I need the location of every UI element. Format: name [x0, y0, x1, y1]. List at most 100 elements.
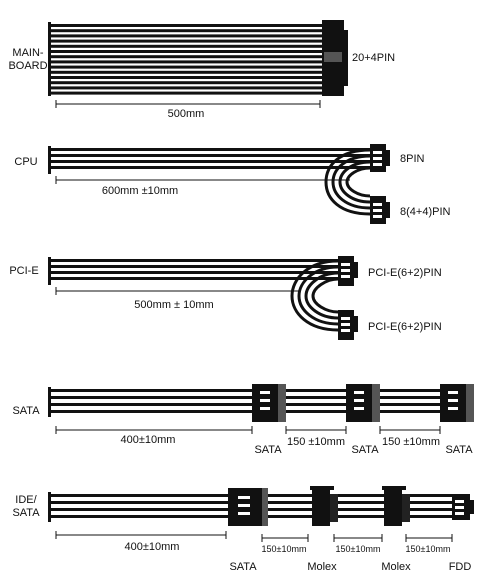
molex-2-shroud — [402, 494, 410, 522]
mainboard-cable-group: MAIN- BOARD 20+4PIN 500mm — [8, 20, 395, 120]
atx-connector-mark — [324, 52, 342, 62]
mainboard-label-line-1: MAIN- — [12, 47, 44, 59]
sata-connector-2-label: SATA — [351, 444, 379, 456]
mainboard-wire-1 — [51, 24, 322, 27]
fdd-pin-2 — [455, 506, 464, 509]
cpu-4plus4-connector — [370, 196, 390, 224]
pcie-wires — [51, 259, 340, 280]
sata-seg2-label: 150 ±10mm — [382, 436, 440, 448]
cpu-4plus4-label: 8(4+4)PIN — [400, 206, 450, 218]
sata-connector-2-pin-2 — [354, 399, 364, 402]
pcie-curve-wire-4 — [311, 277, 339, 314]
mainboard-wire-9 — [51, 65, 322, 69]
mainboard-length-label: 500mm — [168, 108, 205, 120]
ide-connector-sata-label: SATA — [229, 561, 257, 573]
mainboard-start-bar — [48, 22, 51, 96]
ide-sata-molex-1 — [310, 486, 338, 526]
mainboard-wire-2 — [51, 29, 322, 33]
pcie-curve-wire-1 — [290, 259, 339, 332]
ide-sata-pin-1 — [238, 496, 250, 499]
cpu-4plus4-pin-1 — [373, 203, 382, 206]
sata-label: SATA — [12, 405, 40, 417]
sata-connector-1-pin-1 — [260, 391, 270, 394]
sata-connector-2-pin-3 — [354, 407, 364, 410]
pcie-top-pin-2 — [341, 269, 350, 272]
ide-seg1-label: 150±10mm — [262, 544, 307, 554]
sata-connector-3-housing — [440, 384, 466, 422]
cpu-8pin-pin-3 — [373, 163, 382, 166]
sata-length-label: 400±10mm — [121, 434, 176, 446]
pcie-bottom-label: PCI-E(6+2)PIN — [368, 321, 442, 333]
sata-cable-group: SATA 400±10mm 150 ±10mm 150 ±10mm SATA S… — [12, 384, 474, 456]
pcie-cable-curve — [290, 259, 339, 332]
mainboard-24pin-connector — [322, 20, 348, 96]
pcie-wire-3 — [51, 271, 340, 274]
molex-1-top-lip — [310, 486, 334, 490]
pcie-bottom-latch — [354, 316, 358, 332]
pcie-start-bar — [48, 257, 51, 285]
ide-sata-length-label: 400±10mm — [125, 541, 180, 553]
ide-sata-face — [262, 488, 268, 526]
mainboard-wire-12 — [51, 81, 322, 85]
cpu-curve-wire-4 — [345, 166, 371, 198]
ide-sata-pin-3 — [238, 512, 250, 515]
sata-connector-3-pin-1 — [448, 391, 458, 394]
mainboard-wire-5 — [51, 44, 322, 48]
pcie-connector-bottom — [338, 310, 358, 340]
pcie-bottom-pin-2 — [341, 323, 350, 326]
sata-connector-1-pin-3 — [260, 407, 270, 410]
mainboard-connector-label: 20+4PIN — [352, 52, 395, 64]
sata-connector-2-pin-1 — [354, 391, 364, 394]
sata-seg1-label: 150 ±10mm — [287, 436, 345, 448]
ide-sata-sata-connector — [228, 488, 268, 526]
cpu-wire-4 — [51, 166, 372, 169]
cpu-8pin-label: 8PIN — [400, 153, 425, 165]
pcie-wire-2 — [51, 265, 340, 268]
ide-sata-molex-2 — [382, 486, 410, 526]
mainboard-wire-3 — [51, 34, 322, 38]
sata-connector-2-face — [372, 384, 380, 422]
pcie-wire-1 — [51, 259, 340, 262]
mainboard-wire-7 — [51, 55, 322, 59]
cpu-curve-wire-3 — [338, 160, 371, 204]
cpu-wire-3 — [51, 160, 372, 163]
molex-1-housing — [312, 490, 330, 526]
mainboard-label-line-2: BOARD — [8, 60, 47, 72]
cpu-4plus4-pin-2 — [373, 209, 382, 212]
molex-2-top-lip — [382, 486, 406, 490]
pcie-wire-4 — [51, 277, 340, 280]
sata-connector-1-label: SATA — [254, 444, 282, 456]
cpu-cable-group: CPU 8PIN 8(4+4)PIN 6 — [14, 144, 450, 224]
cpu-curve-wire-2 — [331, 154, 371, 210]
cpu-length-label: 600mm ±10mm — [102, 185, 178, 197]
ide-sata-start-bar — [48, 492, 51, 522]
sata-connectors — [252, 384, 474, 422]
atx-connector-latch — [344, 30, 348, 86]
sata-connector-1-face — [278, 384, 286, 422]
ide-connector-molex-2-label: Molex — [381, 561, 411, 573]
mainboard-wire-4 — [51, 39, 322, 43]
sata-connector-3-label: SATA — [445, 444, 473, 456]
ide-sata-pin-2 — [238, 504, 250, 507]
pcie-connector-top — [338, 256, 358, 286]
cpu-4plus4-pin-3 — [373, 215, 382, 218]
ide-sata-label-line-1: IDE/ — [15, 494, 37, 506]
mainboard-wire-13 — [51, 86, 322, 90]
ide-seg2-label: 150±10mm — [336, 544, 381, 554]
sata-connector-3-face — [466, 384, 474, 422]
mainboard-wire-8 — [51, 60, 322, 64]
cpu-8pin-pin-2 — [373, 157, 382, 160]
ide-connector-molex-1-label: Molex — [307, 561, 337, 573]
sata-connector-2-housing — [346, 384, 372, 422]
cpu-8pin-latch — [386, 150, 390, 166]
ide-connector-fdd-label: FDD — [449, 561, 472, 573]
cpu-8pin-connector — [370, 144, 390, 172]
fdd-pin-3 — [455, 512, 464, 515]
mainboard-wire-10 — [51, 70, 322, 74]
mainboard-wires — [51, 24, 322, 95]
ide-sata-label-line-2: SATA — [12, 507, 40, 519]
cpu-curve-wire-1 — [324, 148, 371, 216]
mainboard-wire-14 — [51, 91, 322, 95]
